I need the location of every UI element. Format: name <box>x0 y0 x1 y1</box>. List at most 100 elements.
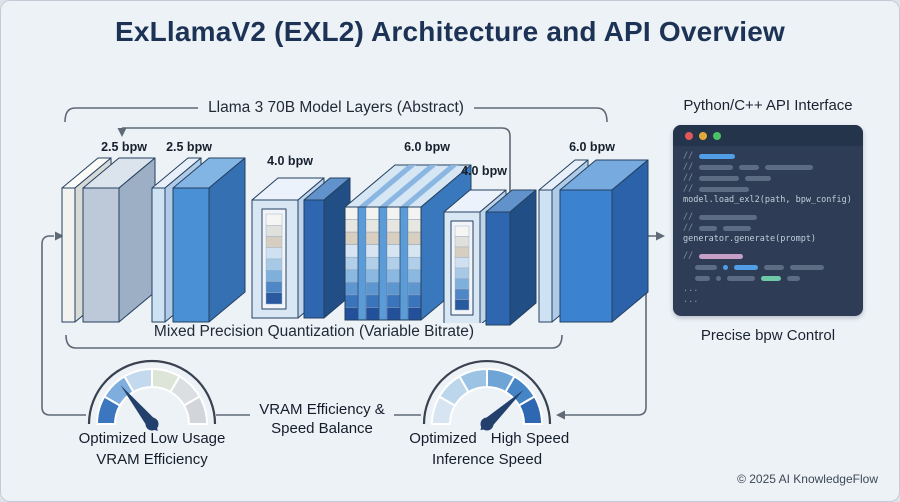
code-text: generator.generate(prompt) <box>683 234 817 244</box>
balance-label-line2: Speed Balance <box>271 420 373 437</box>
traffic-light-dot <box>713 131 721 140</box>
redacted-code-bar <box>787 276 800 281</box>
redacted-code-bar <box>699 154 736 159</box>
quant-gradient-cell <box>407 256 422 271</box>
quant-gradient-cell <box>344 307 359 321</box>
quant-block-top-stripe <box>379 165 437 207</box>
quant-gradient-cell <box>407 294 422 308</box>
quant-gradient-cell <box>407 269 422 283</box>
slab-front-face <box>82 187 120 323</box>
quant-gradient-cell <box>386 294 401 308</box>
quant-block-outline <box>344 206 422 321</box>
traffic-light-dot <box>685 131 693 140</box>
code-line: // <box>683 223 863 234</box>
code-line <box>683 273 863 284</box>
quant-narrow-column <box>378 206 388 321</box>
redacted-code-bar <box>764 265 784 270</box>
bitrate-strip-cell <box>454 288 470 300</box>
bitrate-strip-cell <box>265 270 283 282</box>
bpw-label-6: 6.0 bpw <box>569 140 615 154</box>
quant-gradient-cell <box>386 282 401 296</box>
traffic-light-dot <box>699 131 707 140</box>
quant-gradient-cell <box>407 219 422 233</box>
code-line: // <box>683 212 863 223</box>
bitrate-strip-cell <box>454 257 470 269</box>
code-window-body: ////////model.load_exl2(path, bpw_config… <box>673 146 863 306</box>
code-token-dot <box>716 276 721 281</box>
vram-gauge-caption-line2: VRAM Efficiency <box>96 451 208 468</box>
bitrate-strip-cell <box>265 236 283 248</box>
arrowhead-down <box>117 128 127 137</box>
redacted-code-bar <box>734 265 758 270</box>
quant-gradient-cell <box>386 219 401 233</box>
comment-token: // <box>683 223 694 233</box>
slab-front-face <box>61 187 76 323</box>
bpw-label-2: 2.5 bpw <box>166 140 212 154</box>
quant-narrow-column <box>399 206 409 321</box>
quant-gradient-cell <box>407 307 422 321</box>
inner-loop-line <box>122 127 511 221</box>
quant-block-top-stripe <box>400 165 458 207</box>
redacted-code-bar <box>723 226 752 231</box>
quant-gradient-cell <box>344 256 359 271</box>
quant-gradient-cell <box>407 282 422 296</box>
gauge-needle-hub <box>480 417 494 431</box>
quant-gradient-cell <box>386 244 401 258</box>
slab-front-face <box>151 187 166 323</box>
bitrate-strip-cell <box>265 258 283 271</box>
bitrate-strip-cell <box>454 236 470 248</box>
slab-front-face <box>172 187 210 323</box>
quant-gradient-cell <box>386 231 401 245</box>
quant-gradient-cell <box>365 307 380 321</box>
bpw-label-3: 4.0 bpw <box>267 154 313 168</box>
quant-gradient-cell <box>407 244 422 258</box>
code-line: ... <box>683 284 863 295</box>
quant-gradient-cell <box>365 256 380 271</box>
slab-front-face <box>538 189 553 323</box>
slab-front-face <box>303 199 325 319</box>
copyright-text: © 2025 AI KnowledgeFlow <box>737 472 878 486</box>
vram-gauge-caption-line1: Optimized Low Usage <box>78 430 226 447</box>
redacted-code-bar <box>761 276 781 281</box>
bpw-label-1: 2.5 bpw <box>101 140 147 154</box>
arrowhead <box>656 231 665 241</box>
quant-gradient-cell <box>365 206 380 220</box>
quant-gradient-cell <box>344 219 359 233</box>
slab-front-face <box>559 189 613 323</box>
gauge-segment <box>182 395 209 425</box>
quant-narrow-column <box>357 206 367 321</box>
redacted-code-bar <box>699 254 744 259</box>
quant-gradient-cell <box>344 231 359 245</box>
comment-token: // <box>683 212 694 222</box>
quant-gradient-cell <box>344 282 359 296</box>
redacted-code-bar <box>695 276 710 281</box>
code-window-titlebar <box>673 125 863 146</box>
arrowhead-left <box>556 410 565 420</box>
code-line: // <box>683 162 863 173</box>
quant-gradient-cell <box>365 244 380 258</box>
code-text: ... <box>683 295 699 305</box>
slab-front-face <box>485 211 511 326</box>
code-line: ... <box>683 295 863 306</box>
quant-gradient-cell <box>386 206 401 220</box>
comment-token: // <box>683 184 694 194</box>
quant-gradient-cell <box>407 231 422 245</box>
quant-gradient-cell <box>386 307 401 321</box>
comment-token: // <box>683 162 694 172</box>
page-title: ExLlamaV2 (EXL2) Architecture and API Ov… <box>114 16 786 47</box>
quant-gradient-cell <box>344 294 359 308</box>
redacted-code-bar <box>790 265 824 270</box>
bitrate-strip-cell <box>454 278 470 290</box>
bitrate-strip-cell <box>454 299 470 311</box>
gauge-outline-arc <box>422 359 552 425</box>
slab-side-face <box>509 189 537 326</box>
gauge-needle-hub <box>145 417 159 431</box>
comment-token: // <box>683 173 694 183</box>
bitrate-strip-cell <box>454 246 470 258</box>
code-line: // <box>683 173 863 184</box>
bpw-control-caption: Precise bpw Control <box>700 327 836 344</box>
quant-gradient-cell <box>386 256 401 271</box>
bitrate-strip-cell <box>265 281 283 293</box>
